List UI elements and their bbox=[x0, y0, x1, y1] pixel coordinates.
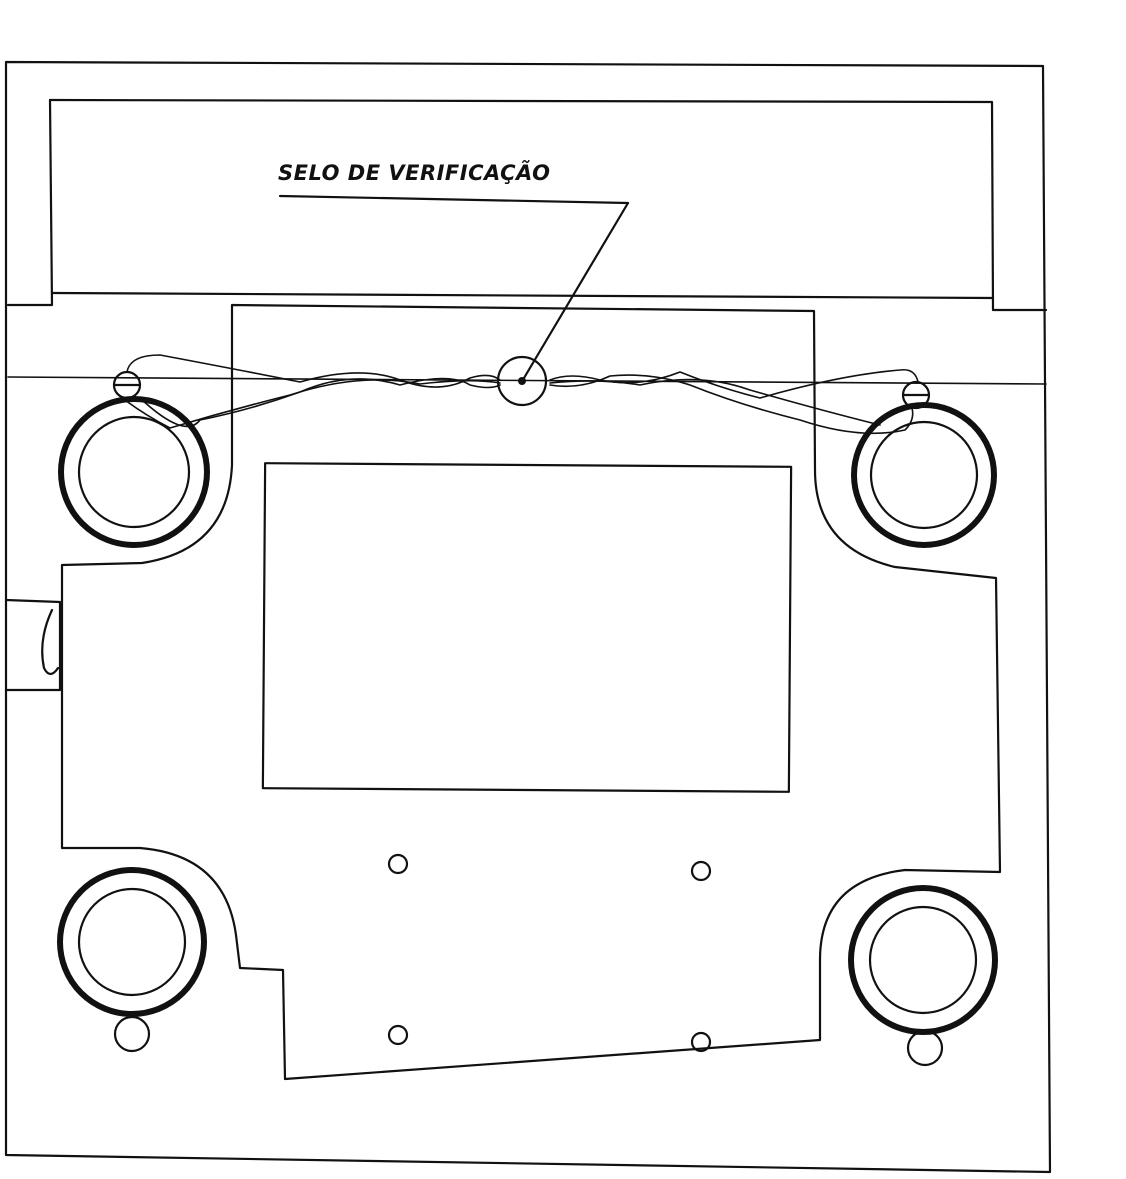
callout-leader bbox=[522, 201, 630, 380]
seal-wire bbox=[126, 354, 919, 399]
seal-wire bbox=[124, 378, 881, 429]
seal-wire bbox=[139, 374, 914, 435]
mounting-hole bbox=[690, 860, 712, 882]
mounting-hole bbox=[690, 1031, 712, 1053]
housing-outline bbox=[4, 60, 1052, 1174]
seal-screw-left bbox=[112, 370, 142, 400]
lower-hole-left bbox=[113, 1015, 151, 1053]
seal-screw-right bbox=[901, 380, 931, 410]
lower-hole-right bbox=[906, 1029, 944, 1067]
top-panel bbox=[48, 98, 1048, 312]
side-latch bbox=[4, 598, 62, 692]
callout-label: SELO DE VERIFICAÇÃO bbox=[278, 160, 550, 185]
callout-underline bbox=[278, 194, 630, 205]
foot-bottom-left bbox=[57, 867, 207, 1017]
foot-top-right bbox=[851, 402, 997, 548]
foot-bottom-right bbox=[848, 885, 998, 1035]
center-window bbox=[261, 462, 793, 793]
mounting-hole bbox=[387, 1024, 409, 1046]
carriage-outline bbox=[60, 303, 1002, 1081]
seal-reference-line bbox=[7, 376, 1047, 385]
verification-seal bbox=[496, 355, 548, 407]
foot-top-left bbox=[58, 396, 210, 548]
top-panel-left bbox=[6, 98, 54, 307]
mounting-hole bbox=[387, 853, 409, 875]
top-panel-bottom-edge bbox=[50, 291, 995, 300]
